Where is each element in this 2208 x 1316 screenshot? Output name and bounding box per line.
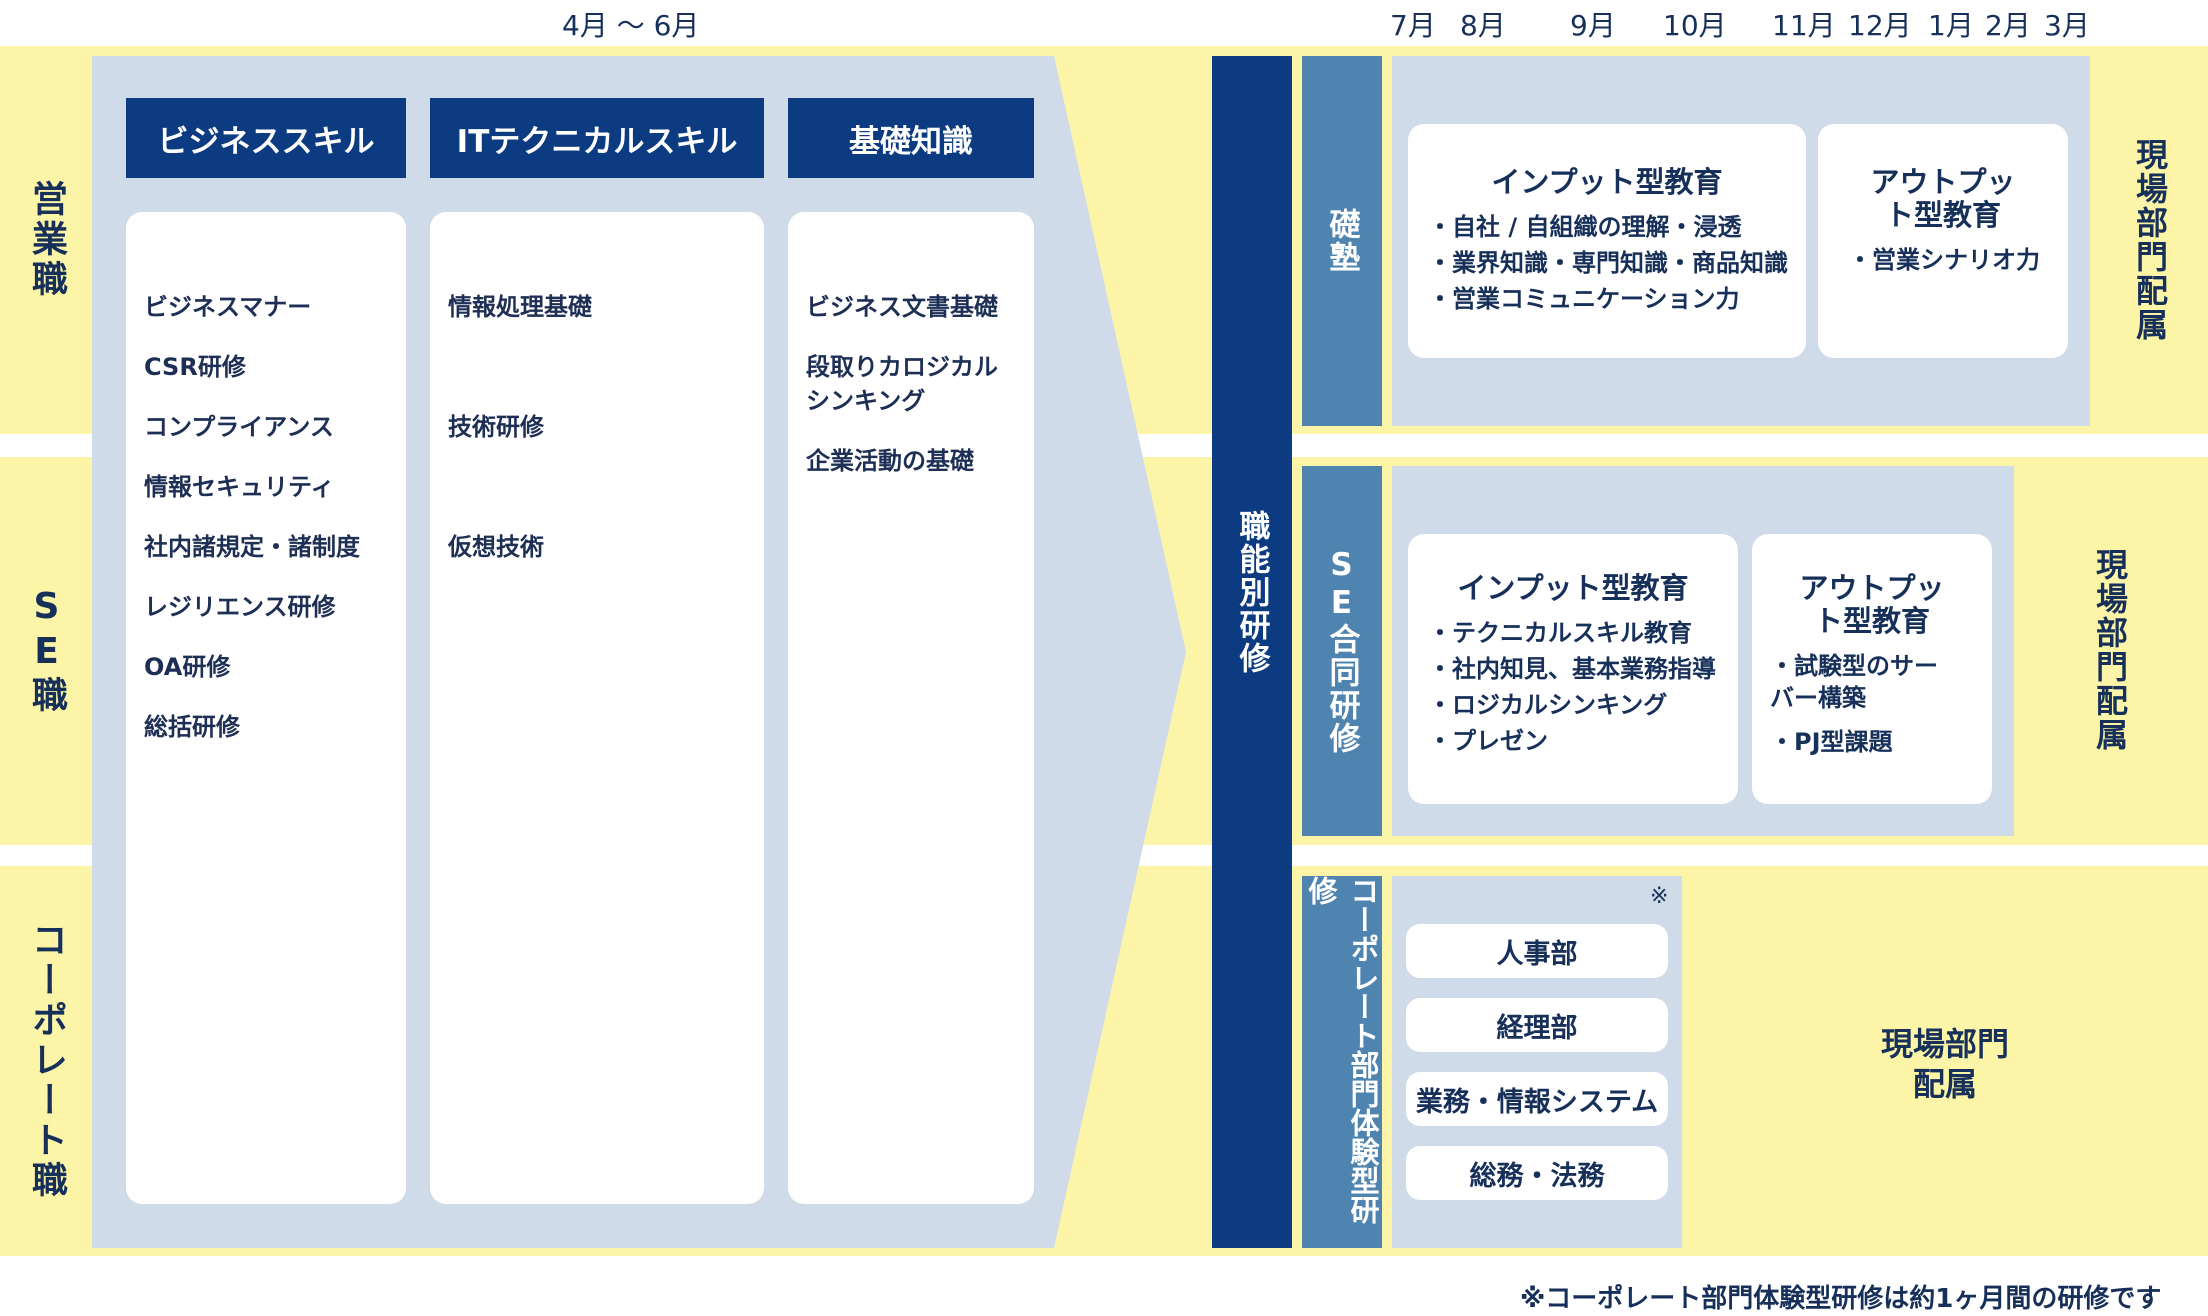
- list-item: 社内知見、基本業務指導: [1428, 651, 1738, 687]
- corporate-placement-label: 現場部門配属: [1880, 1025, 2009, 1103]
- basics-list: ビジネス文書基礎 段取りカロジカルシンキング 企業活動の基礎: [806, 290, 1006, 504]
- job-specific-training-bar: 職能別研修: [1212, 56, 1292, 1248]
- list-item: テクニカルスキル教育: [1428, 615, 1738, 651]
- role-label-se: SE職: [26, 586, 67, 716]
- list-item: 技術研修: [448, 413, 544, 441]
- sales-output-title: アウトプット型教育: [1870, 165, 2016, 232]
- sales-output-box: アウトプット型教育 営業シナリオ力: [1818, 124, 2068, 358]
- department-pill: 人事部: [1406, 924, 1668, 978]
- timeline-month: 10月: [1663, 9, 1727, 42]
- list-item: 社内諸規定・諸制度: [144, 533, 360, 561]
- sales-track-label: 礎塾: [1302, 56, 1382, 426]
- list-item: 営業シナリオ力: [1848, 242, 2068, 278]
- se-input-title: インプット型教育: [1457, 571, 1689, 605]
- list-item: 情報セキュリティ: [144, 473, 335, 501]
- timeline-month: 7月: [1390, 9, 1436, 42]
- department-pill: 業務・情報システム: [1406, 1072, 1668, 1126]
- timeline-early-months: 4月 〜 6月: [562, 9, 700, 42]
- se-placement-label: 現場部門配属: [2091, 548, 2129, 752]
- list-item: 営業コミュニケーション力: [1428, 281, 1806, 317]
- list-item: プレゼン: [1428, 723, 1738, 759]
- timeline-month: 1月: [1928, 9, 1974, 42]
- list-item: ロジカルシンキング: [1428, 687, 1738, 723]
- department-pill: 総務・法務: [1406, 1146, 1668, 1200]
- role-label-sales: 営業職: [26, 180, 67, 300]
- list-item: OA研修: [144, 653, 231, 681]
- department-pill: 経理部: [1406, 998, 1668, 1052]
- category-header-business: ビジネススキル: [126, 98, 406, 178]
- list-item: 自社 / 自組織の理解・浸透: [1428, 209, 1806, 245]
- list-item: 企業活動の基礎: [806, 447, 974, 475]
- timeline-month: 12月: [1848, 9, 1912, 42]
- list-item: 情報処理基礎: [448, 293, 592, 321]
- list-item: CSR研修: [144, 353, 246, 381]
- timeline-month: 8月: [1460, 9, 1506, 42]
- card-business: ビジネスマナー CSR研修 コンプライアンス 情報セキュリティ 社内諸規定・諸制…: [126, 212, 406, 1204]
- se-output-title: アウトプット型教育: [1799, 571, 1945, 638]
- list-item: 業界知識・専門知識・商品知識: [1428, 245, 1806, 281]
- card-it: 情報処理基礎 技術研修 仮想技術: [430, 212, 764, 1204]
- list-item: 段取りカロジカルシンキング: [806, 353, 998, 415]
- list-item: PJ型課題: [1770, 724, 1992, 760]
- sales-placement-label: 現場部門配属: [2131, 138, 2169, 342]
- timeline-month: 11月: [1772, 9, 1836, 42]
- list-item: 仮想技術: [448, 533, 544, 561]
- timeline-month: 9月: [1570, 9, 1616, 42]
- card-basics: ビジネス文書基礎 段取りカロジカルシンキング 企業活動の基礎: [788, 212, 1034, 1204]
- footnote: ※コーポレート部門体験型研修は約1ヶ月間の研修です: [1520, 1284, 2162, 1314]
- corporate-track-label: コーポレート部門体験型研修: [1302, 876, 1382, 1248]
- asterisk-mark: ※: [1650, 884, 1669, 909]
- business-skill-list: ビジネスマナー CSR研修 コンプライアンス 情報セキュリティ 社内諸規定・諸制…: [144, 290, 400, 770]
- sales-input-title: インプット型教育: [1491, 165, 1723, 199]
- sales-input-box: インプット型教育 自社 / 自組織の理解・浸透 業界知識・専門知識・商品知識 営…: [1408, 124, 1806, 358]
- role-label-corporate: コーポレート職: [26, 921, 67, 1201]
- list-item: 試験型のサーバー構築: [1770, 650, 1940, 714]
- se-input-box: インプット型教育 テクニカルスキル教育 社内知見、基本業務指導 ロジカルシンキン…: [1408, 534, 1738, 804]
- list-item: レジリエンス研修: [144, 593, 336, 621]
- se-output-box: アウトプット型教育 試験型のサーバー構築 PJ型課題: [1752, 534, 1992, 804]
- list-item: 総括研修: [144, 713, 240, 741]
- timeline-month: 3月: [2044, 9, 2090, 42]
- list-item: ビジネス文書基礎: [806, 293, 998, 321]
- timeline-month: 2月: [1985, 9, 2031, 42]
- list-item: コンプライアンス: [144, 413, 334, 441]
- category-header-it: ITテクニカルスキル: [430, 98, 764, 178]
- category-header-basics: 基礎知識: [788, 98, 1034, 178]
- se-track-label: SE合同研修: [1302, 466, 1382, 836]
- list-item: ビジネスマナー: [144, 293, 312, 321]
